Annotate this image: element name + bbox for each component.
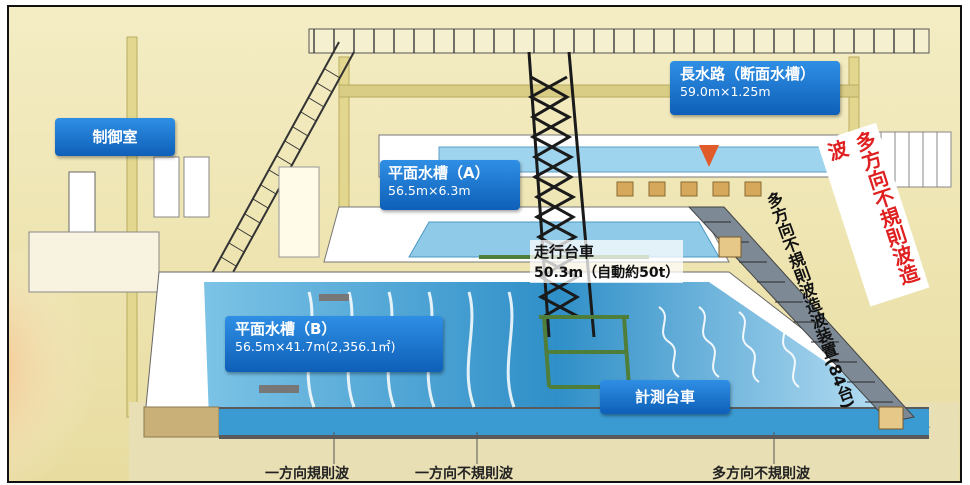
long-channel-label: 長水路（断面水槽） 59.0m×1.25m	[670, 61, 840, 115]
multi-direction-waves	[658, 306, 830, 388]
model-object	[699, 145, 719, 167]
control-room-label: 制御室	[55, 118, 175, 156]
facility-illustration: 多方向不規則波造波 多方向不規則波造波装置(84台)	[7, 5, 962, 483]
bottom-label-multi: 多方向不規則波	[712, 466, 810, 482]
wave-stripes	[306, 291, 516, 408]
leader-lines	[333, 432, 775, 464]
control-desk	[28, 231, 160, 293]
railing-bars	[313, 29, 915, 53]
crate	[878, 406, 904, 430]
measuring-carriage-label: 計測台車	[600, 380, 730, 414]
pillar	[126, 36, 138, 418]
bottom-label-irregular: 一方向不規則波	[415, 466, 513, 482]
pipe	[319, 294, 349, 301]
crate	[718, 236, 742, 258]
window	[153, 156, 180, 218]
bottom-label-regular: 一方向規則波	[265, 466, 349, 482]
window	[183, 156, 210, 218]
basin-a-label: 平面水槽（A） 56.5m×6.3m	[380, 160, 520, 210]
basin-b-front-water	[219, 409, 929, 435]
roof-railing	[308, 28, 930, 54]
door	[278, 166, 320, 258]
carriage-label: 走行台車 50.3m（自動約50t）	[530, 240, 684, 283]
facility-drawing	[9, 7, 960, 481]
pipe	[259, 385, 299, 393]
wall-edge	[143, 406, 220, 438]
wavemaker-strip	[687, 206, 915, 423]
pillar	[338, 56, 350, 208]
support-blocks	[616, 181, 762, 197]
basin-b-label: 平面水槽（B） 56.5m×41.7m(2,356.1㎡)	[225, 316, 443, 372]
